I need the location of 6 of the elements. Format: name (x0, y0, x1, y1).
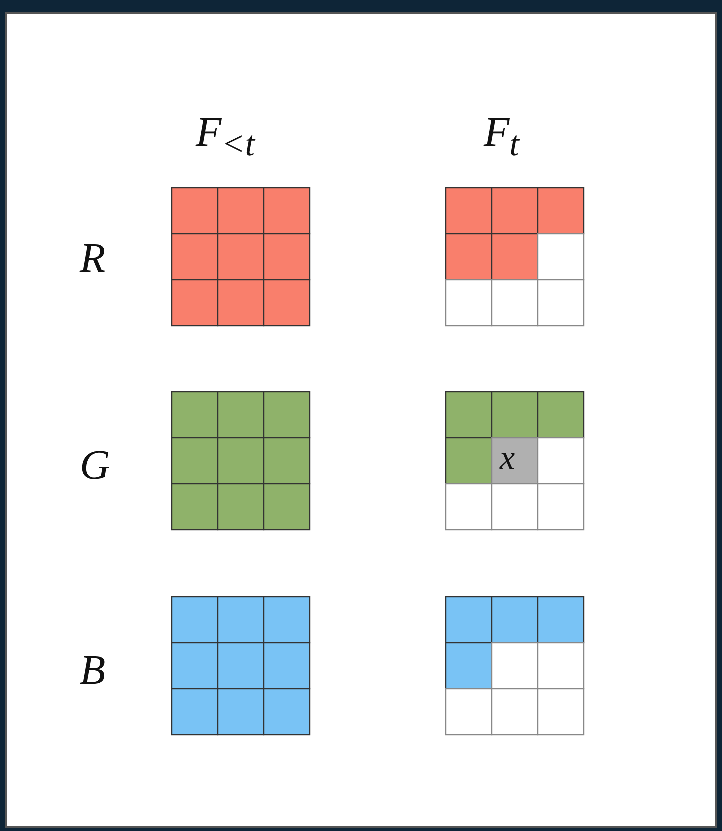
row-label: G (80, 445, 110, 487)
pixel-label: x (500, 442, 516, 476)
column-heading: F$_{t}$ (484, 112, 520, 162)
row-label: R (80, 238, 106, 280)
row-label: B (80, 650, 106, 692)
column-heading: F$_{<t}$ (196, 112, 255, 162)
